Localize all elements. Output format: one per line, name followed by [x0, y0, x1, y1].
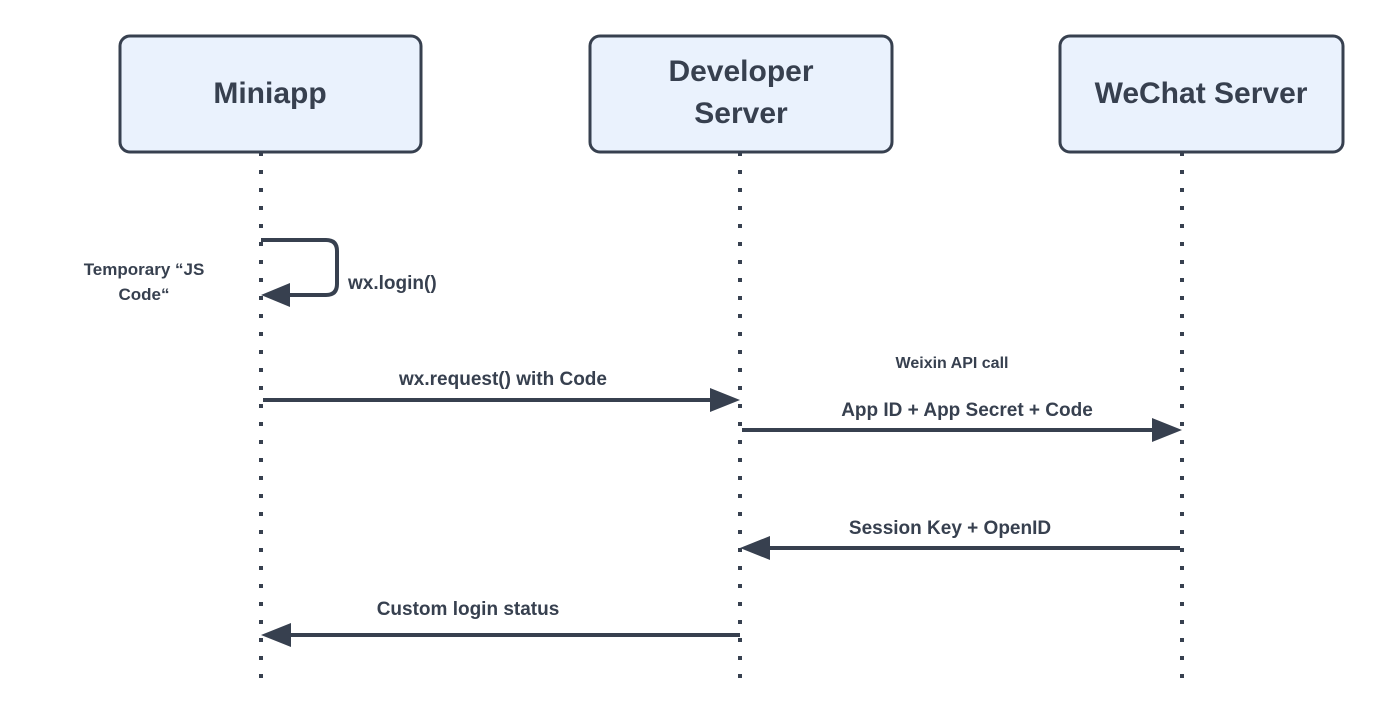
participant-box-wechat-server[interactable]: [1058, 34, 1345, 154]
message-wx-login-arrowhead: [261, 283, 290, 307]
message-session-key-openid-arrowhead: [740, 536, 770, 560]
message-wx-request-label: wx.request() with Code: [398, 369, 607, 390]
message-wx-login-label: wx.login(): [347, 273, 437, 294]
message-session-key-openid[interactable]: Session Key + OpenID: [740, 518, 1180, 560]
message-weixin-api-call-label: App ID + App Secret + Code: [841, 400, 1093, 421]
note-temp-js-code-line1: Temporary “JS: [84, 260, 205, 279]
participant-label-developer-server-line2: Server: [694, 97, 788, 130]
message-wx-login[interactable]: wx.login() Temporary “JS Code“: [84, 238, 437, 307]
message-custom-login-status-label: Custom login status: [377, 599, 560, 620]
message-weixin-api-call-label-top: Weixin API call: [896, 355, 1009, 372]
message-custom-login-status[interactable]: Custom login status: [261, 599, 740, 647]
note-temp-js-code-line2: Code“: [119, 285, 170, 304]
message-wx-request-arrowhead: [710, 388, 740, 412]
participant-box-miniapp[interactable]: [118, 34, 423, 154]
participant-label-developer-server-line1: Developer: [668, 55, 813, 88]
message-weixin-api-call-arrowhead: [1152, 418, 1182, 442]
participant-label-miniapp: Miniapp: [213, 77, 326, 110]
message-custom-login-status-arrowhead: [261, 623, 291, 647]
message-weixin-api-call[interactable]: Weixin API call App ID + App Secret + Co…: [742, 355, 1182, 442]
participant-developer-server[interactable]: Developer Server: [588, 34, 894, 154]
message-wx-request[interactable]: wx.request() with Code: [263, 369, 740, 412]
participant-box-developer-server[interactable]: [588, 34, 894, 154]
message-session-key-openid-label: Session Key + OpenID: [849, 518, 1051, 539]
message-wx-login-path: [261, 238, 339, 297]
participant-miniapp[interactable]: Miniapp: [118, 34, 423, 154]
participant-wechat-server[interactable]: WeChat Server: [1058, 34, 1345, 154]
participant-label-wechat-server: WeChat Server: [1095, 77, 1308, 110]
